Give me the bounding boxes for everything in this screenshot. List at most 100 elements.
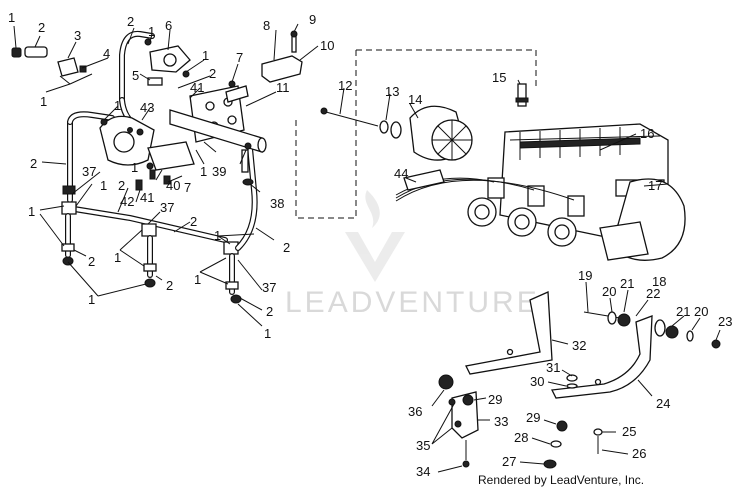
callout-c1d: 1 [202, 48, 209, 63]
callout-c36: 36 [408, 404, 422, 419]
callout-c18: 18 [652, 274, 666, 289]
callout-c15: 15 [492, 70, 506, 85]
callout-c2d: 2 [30, 156, 37, 171]
callout-c1l: 1 [194, 272, 201, 287]
callout-c2f: 2 [190, 214, 197, 229]
callout-c29b: 29 [526, 410, 540, 425]
callout-c2a: 2 [38, 20, 45, 35]
callout-c32: 32 [572, 338, 586, 353]
reference-bracket [295, 120, 356, 219]
callout-c42: 42 [120, 194, 134, 209]
pump-cover-part [147, 141, 195, 171]
callout-c1e: 1 [114, 98, 121, 113]
callout-c13: 13 [385, 84, 399, 99]
callout-c40: 40 [166, 178, 180, 193]
engine-mount-rear-part [551, 315, 653, 399]
callout-c2b: 2 [127, 14, 134, 29]
fuel-filter-part [57, 57, 79, 77]
coolant-hose-assembly [11, 30, 303, 304]
callout-c1a: 1 [8, 10, 15, 25]
callout-c10: 10 [320, 38, 334, 53]
callout-c1j: 1 [114, 250, 121, 265]
callout-c3: 3 [74, 28, 81, 43]
callout-c16: 16 [640, 126, 654, 141]
callout-c26: 26 [632, 446, 646, 461]
callout-c2h: 2 [283, 240, 290, 255]
callout-c2i: 2 [166, 278, 173, 293]
callout-c7b: 7 [184, 180, 191, 195]
callout-c1g: 1 [131, 160, 138, 175]
callout-c37b: 37 [160, 200, 174, 215]
callout-c30: 30 [530, 374, 544, 389]
callout-c28: 28 [514, 430, 528, 445]
callout-c24: 24 [656, 396, 670, 411]
callout-c8: 8 [263, 18, 270, 33]
callout-c35: 35 [416, 438, 430, 453]
hose-section-part [24, 46, 48, 58]
junction-block-part [403, 169, 445, 191]
callout-c1i: 1 [28, 204, 35, 219]
callout-c20a: 20 [602, 284, 616, 299]
callout-c9: 9 [309, 12, 316, 27]
callout-c44: 44 [394, 166, 408, 181]
leader-lines [13, 23, 721, 473]
callout-c34: 34 [416, 464, 430, 479]
engine-mount-front-part [465, 291, 553, 375]
callout-c7a: 7 [236, 50, 243, 65]
bracket-part [261, 55, 303, 83]
callout-c22: 22 [646, 286, 660, 301]
callout-c39: 39 [212, 164, 226, 179]
callout-c43: 43 [140, 100, 154, 115]
callout-c41b: 41 [140, 190, 154, 205]
callout-c6: 6 [165, 18, 172, 33]
callout-c1b: 1 [40, 94, 47, 109]
hose-clamp-part [62, 185, 76, 195]
callout-c1f: 1 [100, 178, 107, 193]
callout-c11: 11 [276, 80, 290, 95]
callout-c37c: 37 [262, 280, 276, 295]
clamp-part [11, 47, 22, 58]
render-credit: Rendered by LeadVenture, Inc. [478, 473, 644, 487]
callout-c4: 4 [103, 46, 110, 61]
watermark-text: LEADVENTURE [285, 286, 540, 319]
carburetor-set [467, 177, 585, 247]
clamp-part [79, 65, 87, 73]
callout-c1k: 1 [214, 228, 221, 243]
callout-c25: 25 [622, 424, 636, 439]
spark-plug-part [517, 83, 527, 107]
callout-c21a: 21 [620, 276, 634, 291]
callout-c2j: 2 [266, 304, 273, 319]
reference-line [356, 49, 537, 90]
tee-fitting-part [61, 201, 77, 215]
callout-c1h: 1 [200, 164, 207, 179]
callout-c29a: 29 [488, 392, 502, 407]
callout-c27: 27 [502, 454, 516, 469]
callout-c19: 19 [578, 268, 592, 283]
callout-c1n: 1 [264, 326, 271, 341]
callout-c2c: 2 [209, 66, 216, 81]
callout-c5: 5 [132, 68, 139, 83]
callout-c1m: 1 [88, 292, 95, 307]
callout-c2e: 2 [118, 178, 125, 193]
rubber-mount-part [438, 374, 454, 390]
callout-c12: 12 [338, 78, 352, 93]
callout-c21b: 21 [676, 304, 690, 319]
callout-c1c: 1 [148, 24, 155, 39]
watermark-logo [345, 190, 405, 282]
callout-c20b: 20 [694, 304, 708, 319]
callout-c14: 14 [408, 92, 422, 107]
callout-c33: 33 [494, 414, 508, 429]
callout-c37a: 37 [82, 164, 96, 179]
callout-c31: 31 [546, 360, 560, 375]
tee-fitting-part [223, 241, 239, 255]
callout-c38: 38 [270, 196, 284, 211]
engine-assembly [320, 83, 721, 469]
tee-fitting-part [141, 223, 157, 237]
callout-labels: 1 2 3 1 4 2 1 6 5 1 2 41 43 7 8 9 10 11 … [8, 10, 732, 479]
callout-c2g: 2 [88, 254, 95, 269]
callout-c17: 17 [648, 178, 662, 193]
callout-c41a: 41 [190, 80, 204, 95]
callout-c23: 23 [718, 314, 732, 329]
